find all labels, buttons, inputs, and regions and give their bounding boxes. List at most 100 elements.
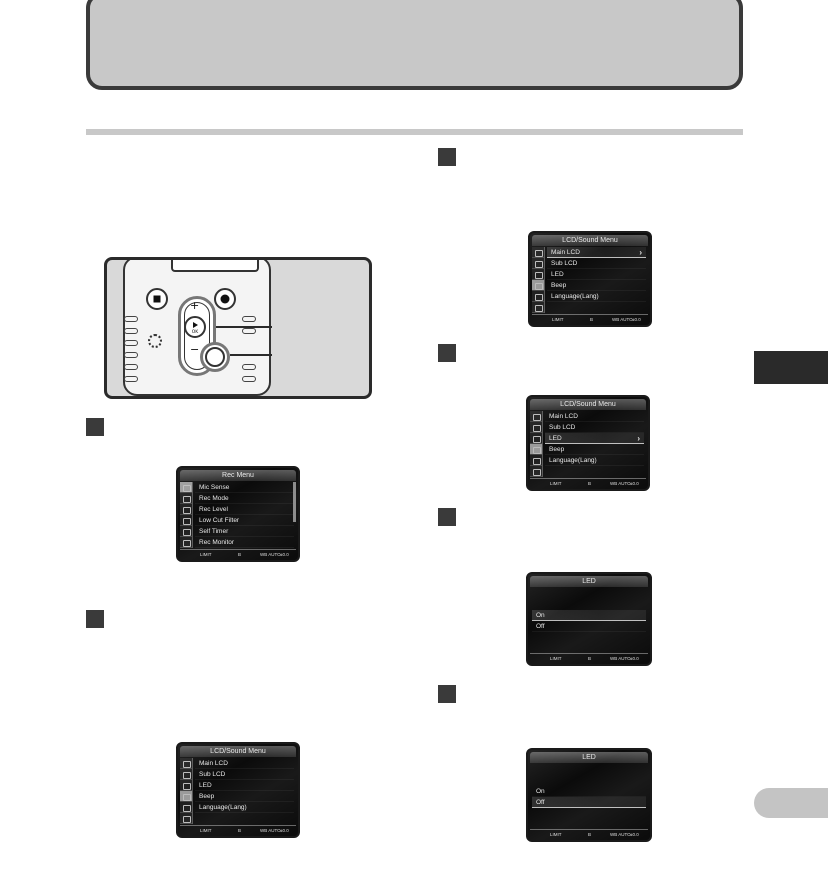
menu-item-sub-lcd[interactable]: Sub LCD — [545, 422, 644, 433]
status-wb: WB AUTO — [610, 656, 631, 661]
lcd-tab-column — [180, 482, 193, 548]
lcd-scrollbar — [293, 482, 296, 522]
grip-ridge — [124, 364, 138, 370]
step-5-box — [438, 508, 456, 526]
lcd-sound-menu-step2: LCD/Sound Menu Main LCD Sub LCD LED Beep… — [176, 742, 300, 838]
menu-item-self-timer[interactable]: Self Timer — [195, 526, 294, 537]
lcd-tab-icon — [180, 515, 192, 526]
menu-item-led[interactable]: LED› — [545, 433, 644, 444]
status-battery: B — [588, 481, 592, 486]
option-on[interactable]: On — [532, 610, 646, 621]
step-2-box — [86, 610, 104, 628]
status-ev: ±0.0 — [280, 552, 289, 557]
step-6-box — [438, 685, 456, 703]
pad-inner-ring — [184, 302, 210, 370]
lcd-tab-column — [530, 411, 543, 477]
option-off[interactable]: Off — [532, 621, 646, 632]
lcd-menu-list: Main LCD › Sub LCD LED Beep Language(Lang… — [547, 247, 646, 302]
tool-tab-icon — [530, 466, 542, 477]
lcd-option-list: On Off — [532, 610, 646, 632]
play-tab-icon — [530, 433, 542, 444]
step-1-box — [86, 418, 104, 436]
lcd-status-bar: LIMIT B WB AUTO ±0.0 — [180, 549, 296, 559]
step-4-box — [438, 344, 456, 362]
page-number-pill — [754, 788, 828, 818]
chevron-right-icon: › — [639, 248, 642, 257]
mic-tab-icon — [530, 411, 542, 422]
grip-ridge — [124, 340, 138, 346]
lcd-rec-menu: Rec Menu Mic Sense Rec Mode Rec Level Lo… — [176, 466, 300, 562]
grip-ridge — [124, 376, 138, 382]
menu-item-mic-sense[interactable]: Mic Sense — [195, 482, 294, 493]
play-ok-icon: OK — [192, 322, 199, 335]
lcd-tab-icon — [532, 280, 544, 291]
status-limit: LIMIT — [550, 481, 562, 486]
menu-button-inner — [205, 347, 225, 367]
menu-item-main-lcd[interactable]: Main LCD › — [547, 247, 646, 258]
grip-ridge — [242, 364, 256, 370]
lcd-led-step5: LED On Off LIMIT B WB AUTO ±0.0 — [526, 572, 652, 666]
record-button[interactable] — [214, 288, 236, 310]
lcd-status-bar: LIMIT B WB AUTO ±0.0 — [532, 314, 648, 324]
lcd-menu-list: Main LCD Sub LCD LED Beep Language(Lang) — [195, 758, 294, 813]
menu-item-rec-mode[interactable]: Rec Mode — [195, 493, 294, 504]
lcd-status-bar: LIMIT B WB AUTO ±0.0 — [530, 478, 646, 488]
file-tab-icon — [532, 291, 544, 302]
status-ev: ±0.0 — [632, 317, 641, 322]
minus-symbol: − — [190, 343, 200, 356]
status-ev: ±0.0 — [630, 656, 639, 661]
lcd-menu-list: Main LCD Sub LCD LED› Beep Language(Lang… — [545, 411, 644, 466]
lcd-title: LED — [530, 576, 648, 587]
menu-item-language[interactable]: Language(Lang) — [545, 455, 644, 466]
section-rule — [86, 129, 743, 135]
callout-line-pad — [216, 326, 272, 328]
status-wb: WB AUTO — [260, 828, 281, 833]
mic-tab-icon — [180, 758, 192, 769]
status-ev: ±0.0 — [280, 828, 289, 833]
menu-item-led[interactable]: LED — [195, 780, 294, 791]
play-tab-icon — [532, 269, 544, 280]
lcd-title: LCD/Sound Menu — [532, 235, 648, 246]
option-off[interactable]: Off — [532, 797, 646, 808]
status-battery: B — [590, 317, 594, 322]
status-ev: ±0.0 — [630, 832, 639, 837]
status-battery: B — [588, 656, 592, 661]
ok-play-button[interactable]: OK — [184, 316, 206, 338]
mode-tab-icon — [530, 422, 542, 433]
menu-item-sub-lcd[interactable]: Sub LCD — [547, 258, 646, 269]
menu-item-rec-level[interactable]: Rec Level — [195, 504, 294, 515]
stop-button[interactable] — [146, 288, 168, 310]
status-limit: LIMIT — [200, 828, 212, 833]
status-limit: LIMIT — [550, 656, 562, 661]
hold-icon — [148, 334, 162, 348]
menu-item-main-lcd[interactable]: Main LCD — [195, 758, 294, 769]
status-wb: WB AUTO — [610, 481, 631, 486]
menu-item-language[interactable]: Language(Lang) — [547, 291, 646, 302]
lcd-status-bar: LIMIT B WB AUTO ±0.0 — [530, 653, 648, 663]
callout-line-menu — [230, 354, 272, 356]
menu-item-sub-lcd[interactable]: Sub LCD — [195, 769, 294, 780]
menu-item-beep[interactable]: Beep — [545, 444, 644, 455]
status-limit: LIMIT — [552, 317, 564, 322]
lcd-tab-icon — [530, 444, 542, 455]
menu-item-label: Main LCD — [551, 249, 580, 256]
menu-item-main-lcd[interactable]: Main LCD — [545, 411, 644, 422]
grip-ridge — [242, 376, 256, 382]
status-battery: B — [238, 552, 242, 557]
menu-item-beep[interactable]: Beep — [547, 280, 646, 291]
lcd-sound-menu-step4: LCD/Sound Menu Main LCD Sub LCD LED› Bee… — [526, 395, 650, 491]
file-tab-icon — [180, 526, 192, 537]
lcd-option-list: On Off — [532, 786, 646, 808]
mode-tab-icon — [180, 769, 192, 780]
option-on[interactable]: On — [532, 786, 646, 797]
play-tab-icon — [180, 780, 192, 791]
menu-item-beep[interactable]: Beep — [195, 791, 294, 802]
menu-item-low-cut-filter[interactable]: Low Cut Filter — [195, 515, 294, 526]
lcd-sound-menu-step3: LCD/Sound Menu Main LCD › Sub LCD LED Bee… — [528, 231, 652, 327]
menu-item-led[interactable]: LED — [547, 269, 646, 280]
status-wb: WB AUTO — [612, 317, 633, 322]
device-illustration — [104, 257, 372, 399]
mode-tab-icon — [532, 258, 544, 269]
menu-item-language[interactable]: Language(Lang) — [195, 802, 294, 813]
menu-item-rec-monitor[interactable]: Rec Monitor — [195, 537, 294, 548]
